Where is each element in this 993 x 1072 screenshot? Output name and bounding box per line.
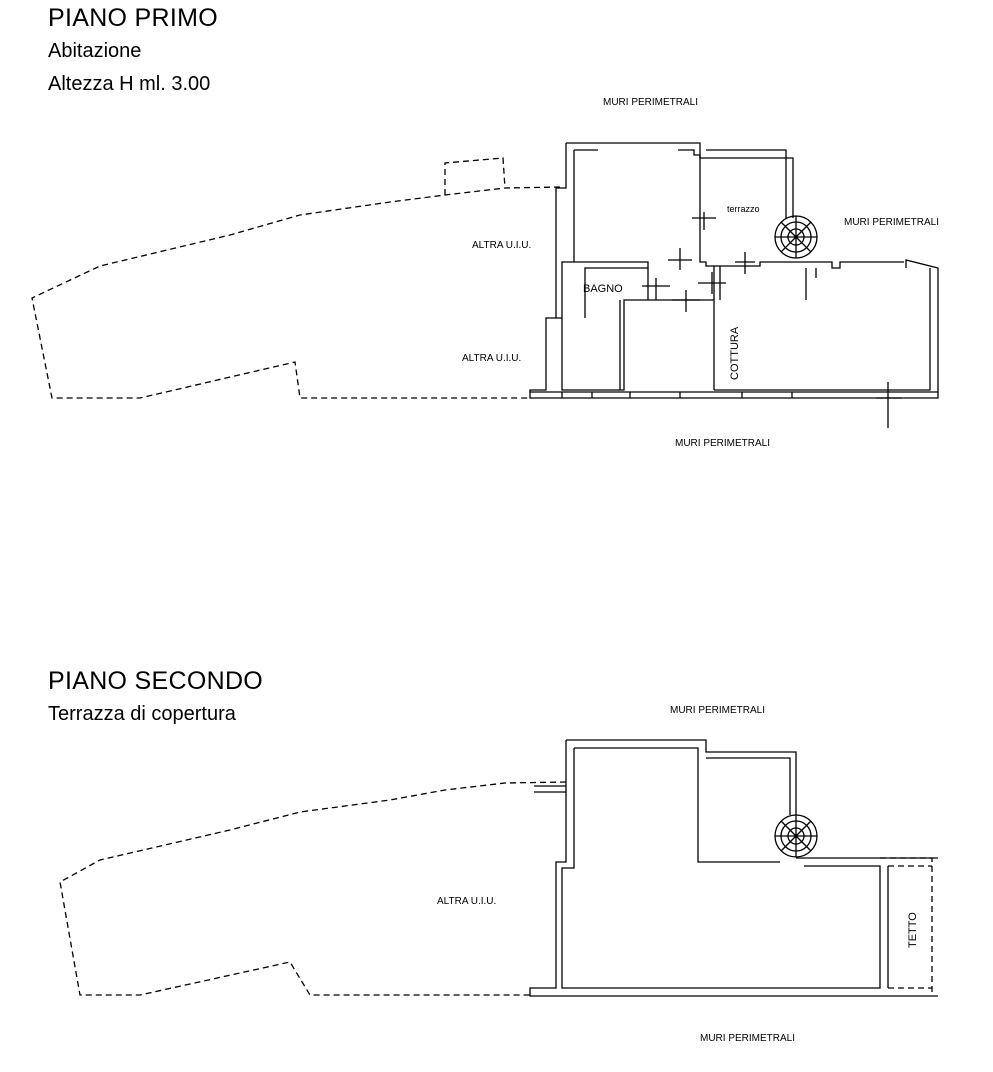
floor1-neighbour-boundary <box>31 186 561 399</box>
floor1-label-muri-bottom: MURI PERIMETRALI <box>675 438 770 449</box>
floor1-wall-inner <box>556 149 931 391</box>
floor1-label-bagno: BAGNO <box>583 283 623 295</box>
floor1-plan <box>31 142 939 428</box>
floor1-title: PIANO PRIMO <box>48 4 218 32</box>
floor1-label-cottura: COTTURA <box>729 326 741 380</box>
floor2-title: PIANO SECONDO <box>48 667 264 695</box>
floor1-label-altra-1: ALTRA U.I.U. <box>472 240 531 251</box>
floor2-subtitle: Terrazza di copertura <box>48 703 236 725</box>
floor1-opening-markers <box>642 212 902 428</box>
floor1-wall-bottom <box>530 391 938 398</box>
floor2-label-muri-bottom: MURI PERIMETRALI <box>700 1033 795 1044</box>
floor1-neighbour-annex <box>444 157 506 195</box>
floor1-label-muri-right: MURI PERIMETRALI <box>844 217 939 228</box>
floor2-label-muri-top: MURI PERIMETRALI <box>670 705 765 716</box>
floor2-neighbour-boundary <box>59 781 567 996</box>
floor2-label-tetto: TETTO <box>907 912 919 948</box>
floor1-height-note: Altezza H ml. 3.00 <box>48 73 211 95</box>
floor1-spiral-stair-icon <box>774 215 818 259</box>
floor2-spiral-stair-icon <box>774 814 818 858</box>
floor1-partitions <box>619 266 817 390</box>
floor2-plan <box>59 739 938 997</box>
floor2-tetto-outline <box>880 857 933 996</box>
floor1-label-muri-top: MURI PERIMETRALI <box>603 97 698 108</box>
floor1-label-terrazzo: terrazzo <box>727 204 760 214</box>
floor1-label-altra-2: ALTRA U.I.U. <box>462 353 521 364</box>
floor1-subtitle: Abitazione <box>48 40 142 62</box>
floor2-label-altra: ALTRA U.I.U. <box>437 896 496 907</box>
floor2-wall-outer <box>529 739 938 997</box>
floor2-wall-inner <box>534 747 889 989</box>
